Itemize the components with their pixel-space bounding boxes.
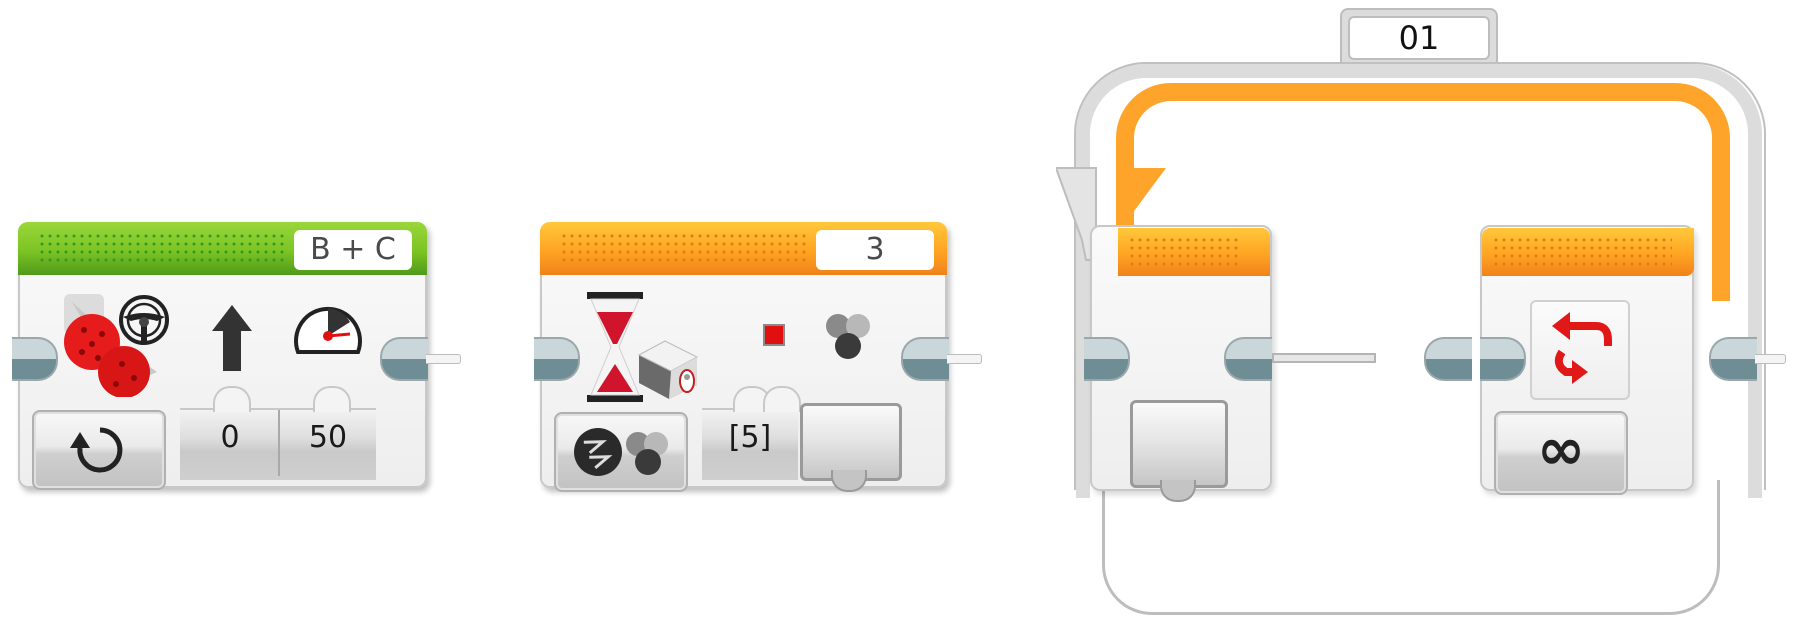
mode-selector-button[interactable]	[554, 412, 688, 492]
loop-start-header[interactable]	[1118, 228, 1270, 276]
steering-plug[interactable]	[213, 386, 251, 412]
parameter-strip	[702, 408, 798, 480]
sequence-output-wire[interactable]	[947, 354, 982, 364]
loop-output-connector[interactable]	[1709, 337, 1757, 381]
loop-end-header[interactable]	[1482, 228, 1694, 276]
loop-start-plug-tab	[1160, 480, 1196, 502]
header-grip[interactable]	[560, 232, 810, 264]
loop-arrows-icon	[1530, 300, 1630, 400]
param-separator	[278, 410, 280, 476]
mode-selector-button[interactable]	[32, 410, 166, 490]
loop-return-path	[1102, 480, 1720, 615]
compare-color-icon	[574, 428, 668, 476]
infinity-icon: ∞	[1536, 415, 1586, 483]
loop-start-output-connector[interactable]	[1224, 337, 1272, 381]
sequence-input-connector[interactable]	[534, 337, 580, 381]
power-plug[interactable]	[313, 386, 351, 412]
output-plug-tab	[831, 470, 867, 492]
steering-value[interactable]: 0	[220, 420, 240, 455]
colors-value[interactable]: [5]	[728, 420, 772, 455]
move-steering-header[interactable]: B + C	[18, 222, 427, 275]
wait-header[interactable]: 3	[540, 222, 947, 275]
loop-start-plug[interactable]	[1130, 400, 1228, 488]
power-value[interactable]: 50	[308, 420, 348, 455]
color-sensor-icon	[635, 335, 705, 403]
loop-name-field[interactable]: 01	[1348, 16, 1490, 60]
loop-inner-wire[interactable]	[1272, 353, 1376, 363]
loop-end-input-connector[interactable]	[1480, 337, 1526, 381]
port-selector[interactable]: B + C	[294, 230, 412, 270]
hourglass-icon	[585, 292, 645, 402]
speedometer-icon	[292, 300, 364, 358]
header-grip[interactable]	[1492, 236, 1672, 268]
motors-icon	[62, 292, 174, 398]
rotate-on-icon	[70, 427, 123, 473]
loop-end-input-socket[interactable]	[1424, 337, 1472, 381]
loop-frame-outline	[1074, 62, 1766, 490]
up-arrow-icon	[212, 305, 252, 371]
sequence-output-connector[interactable]	[901, 337, 949, 381]
color-dots-icon	[822, 312, 874, 362]
loop-output-wire[interactable]	[1755, 354, 1786, 364]
sequence-input-connector[interactable]	[12, 337, 58, 381]
red-square-icon	[763, 324, 785, 346]
steering-wheel-icon	[117, 293, 171, 347]
sequence-output-wire[interactable]	[426, 354, 461, 364]
header-grip[interactable]	[1128, 236, 1238, 268]
loop-orange-arc	[1116, 83, 1730, 301]
header-grip[interactable]	[38, 232, 288, 264]
loop-mode-button[interactable]: ∞	[1494, 411, 1628, 495]
sequence-output-connector[interactable]	[380, 337, 428, 381]
port-selector[interactable]: 3	[816, 230, 934, 270]
loop-input-connector[interactable]	[1084, 337, 1130, 381]
colors-plug-right[interactable]	[763, 386, 801, 412]
